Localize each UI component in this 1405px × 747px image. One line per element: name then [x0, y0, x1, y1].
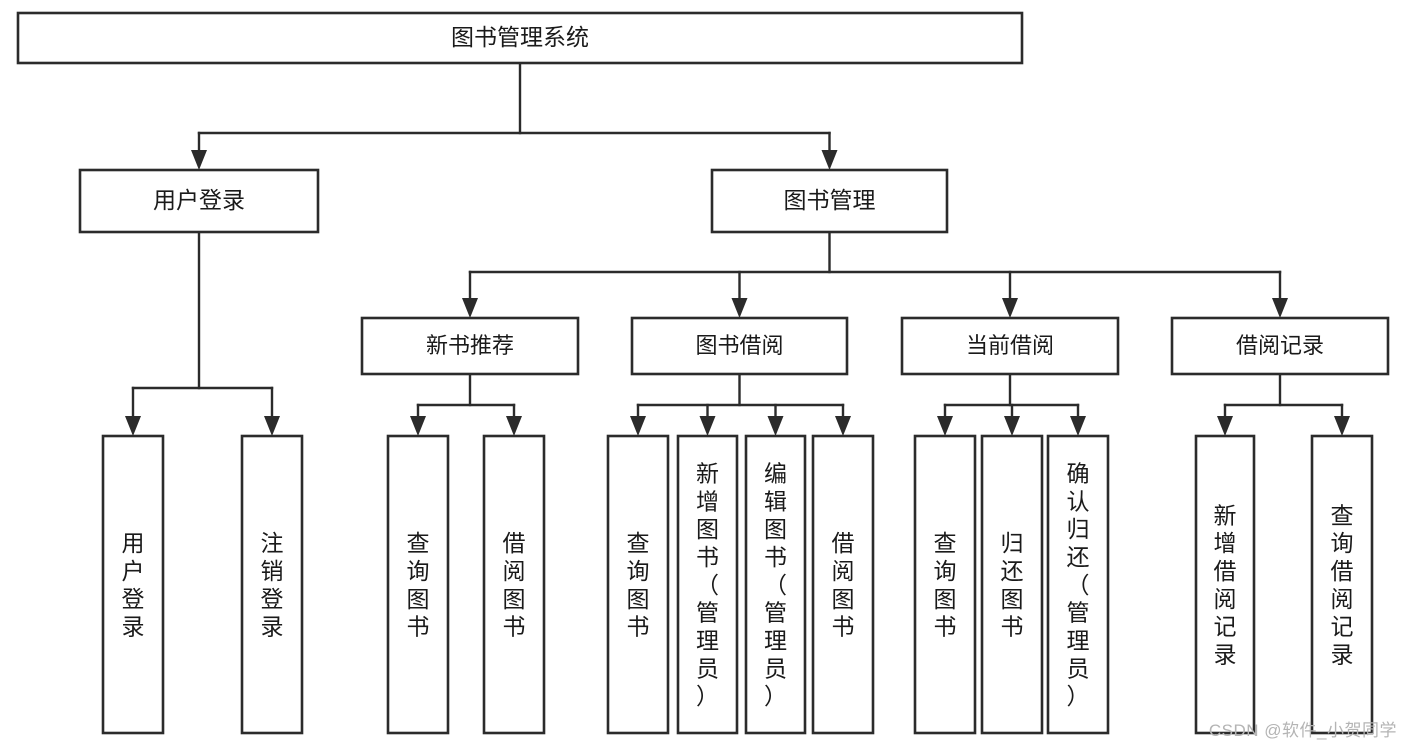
node-label: 查询图书 — [407, 530, 430, 639]
node-leaf-confirm-return[interactable]: 确认归还（管理员） — [1046, 434, 1110, 735]
arrow-head-icon — [462, 298, 478, 318]
node-label: 确认归还（管理员） — [1067, 461, 1090, 710]
node-box[interactable] — [1046, 434, 1110, 735]
node-box[interactable] — [744, 434, 807, 735]
node-leaf-add-record[interactable]: 新增借阅记录 — [1194, 434, 1256, 735]
connector-group — [125, 230, 280, 436]
node-label: 编辑图书（管理员） — [764, 461, 787, 710]
node-label: 新增图书（管理员） — [696, 461, 719, 710]
node-label: 用户登录 — [122, 530, 145, 639]
connector-layer — [125, 61, 1350, 436]
arrow-head-icon — [699, 416, 716, 436]
node-label: 查询图书 — [627, 530, 650, 639]
arrow-head-icon — [1272, 298, 1288, 318]
node-box[interactable] — [676, 434, 739, 735]
node-leaf-borrow-book-2[interactable]: 借阅图书 — [811, 434, 875, 735]
node-box[interactable] — [606, 434, 670, 735]
node-label: 用户登录 — [153, 187, 245, 213]
connector-group — [462, 230, 1288, 318]
arrow-head-icon — [731, 298, 748, 318]
arrow-head-icon — [191, 150, 207, 170]
node-leaf-logout[interactable]: 注销登录 — [240, 434, 304, 735]
node-box[interactable] — [16, 11, 1024, 65]
node-label: 借阅图书 — [503, 530, 526, 639]
node-current-borrow[interactable]: 当前借阅 — [900, 316, 1120, 376]
arrow-head-icon — [1004, 416, 1020, 436]
node-box[interactable] — [710, 168, 949, 234]
node-box[interactable] — [980, 434, 1044, 735]
node-leaf-query-book-3[interactable]: 查询图书 — [913, 434, 977, 735]
node-label: 借阅记录 — [1236, 333, 1324, 358]
node-label: 借阅图书 — [832, 530, 855, 639]
node-label: 图书借阅 — [695, 333, 783, 358]
node-box[interactable] — [900, 316, 1120, 376]
arrow-head-icon — [767, 416, 784, 436]
node-box[interactable] — [630, 316, 849, 376]
node-label: 新书推荐 — [426, 333, 514, 358]
node-box[interactable] — [78, 168, 320, 234]
node-label: 注销登录 — [261, 530, 284, 639]
arrow-head-icon — [937, 416, 953, 436]
node-new-book-recommend[interactable]: 新书推荐 — [360, 316, 580, 376]
arrow-head-icon — [630, 416, 646, 436]
node-leaf-add-book[interactable]: 新增图书（管理员） — [676, 434, 739, 735]
arrow-head-icon — [835, 416, 851, 436]
arrow-head-icon — [1334, 416, 1350, 436]
node-box[interactable] — [1170, 316, 1390, 376]
node-label: 查询图书 — [934, 530, 957, 639]
node-box[interactable] — [482, 434, 546, 735]
node-label: 归还图书 — [1001, 530, 1024, 639]
node-box[interactable] — [1194, 434, 1256, 735]
arrow-head-icon — [125, 416, 141, 436]
node-user-login[interactable]: 用户登录 — [78, 168, 320, 234]
connector-group — [937, 372, 1086, 436]
connector-group — [1217, 372, 1350, 436]
connector-group — [410, 372, 522, 436]
node-leaf-query-record[interactable]: 查询借阅记录 — [1310, 434, 1374, 735]
node-box[interactable] — [1310, 434, 1374, 735]
arrow-head-icon — [821, 150, 838, 170]
node-book-manage[interactable]: 图书管理 — [710, 168, 949, 234]
node-label: 图书管理 — [784, 187, 876, 213]
node-label: 新增借阅记录 — [1214, 502, 1237, 667]
node-book-borrow[interactable]: 图书借阅 — [630, 316, 849, 376]
node-box[interactable] — [360, 316, 580, 376]
node-leaf-user-login[interactable]: 用户登录 — [101, 434, 165, 735]
node-label: 当前借阅 — [966, 333, 1054, 358]
node-box[interactable] — [913, 434, 977, 735]
node-root-system[interactable]: 图书管理系统 — [16, 11, 1024, 65]
arrow-head-icon — [506, 416, 522, 436]
arrow-head-icon — [410, 416, 426, 436]
node-leaf-edit-book[interactable]: 编辑图书（管理员） — [744, 434, 807, 735]
arrow-head-icon — [1217, 416, 1233, 436]
node-leaf-query-book-1[interactable]: 查询图书 — [386, 434, 450, 735]
node-box[interactable] — [811, 434, 875, 735]
node-layer: 图书管理系统用户登录图书管理新书推荐图书借阅当前借阅借阅记录用户登录注销登录查询… — [16, 11, 1390, 735]
connector-group — [630, 372, 851, 436]
node-leaf-query-book-2[interactable]: 查询图书 — [606, 434, 670, 735]
node-leaf-return-book[interactable]: 归还图书 — [980, 434, 1044, 735]
node-leaf-borrow-book-1[interactable]: 借阅图书 — [482, 434, 546, 735]
node-borrow-record[interactable]: 借阅记录 — [1170, 316, 1390, 376]
node-box[interactable] — [240, 434, 304, 735]
arrow-head-icon — [1070, 416, 1086, 436]
arrow-head-icon — [264, 416, 280, 436]
node-box[interactable] — [386, 434, 450, 735]
node-box[interactable] — [101, 434, 165, 735]
arrow-head-icon — [1002, 298, 1018, 318]
node-label: 图书管理系统 — [451, 24, 589, 50]
node-label: 查询借阅记录 — [1331, 502, 1354, 667]
connector-group — [191, 61, 838, 170]
